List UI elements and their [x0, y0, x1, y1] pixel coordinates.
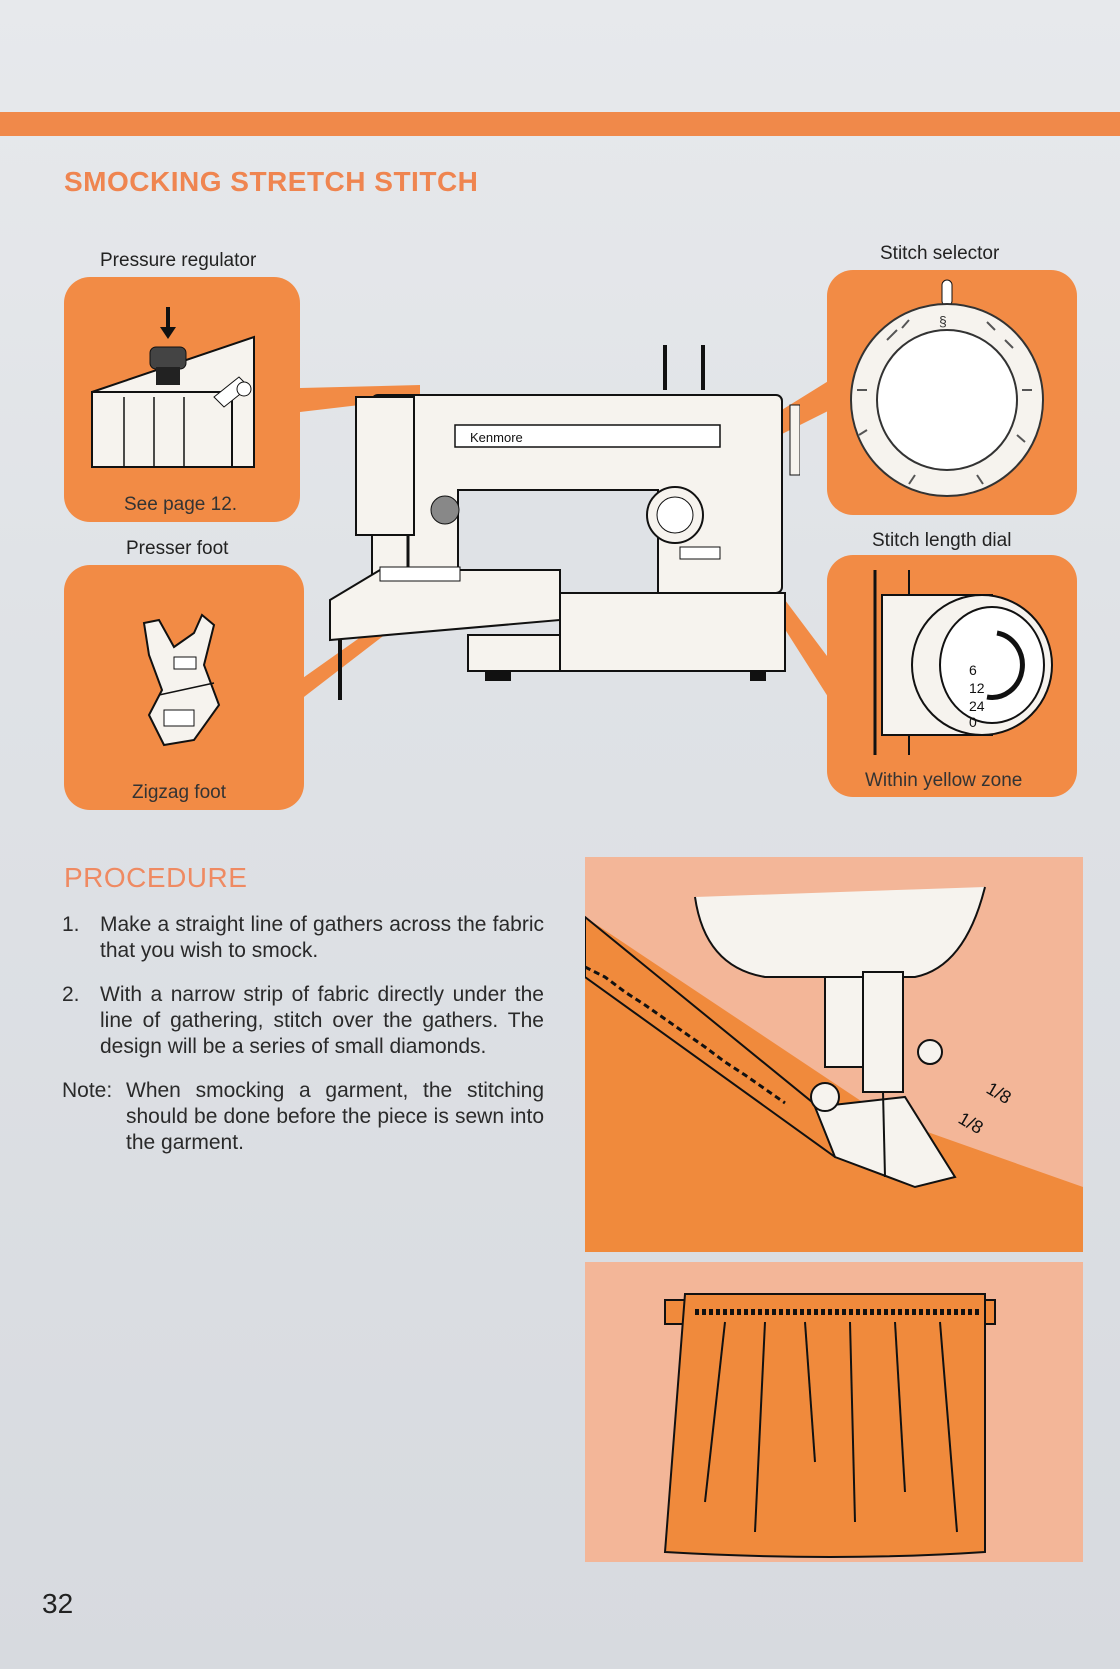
stitch-length-caption: Within yellow zone: [865, 770, 1023, 791]
procedure-step: 1. Make a straight line of gathers acros…: [62, 912, 544, 964]
zigzag-foot-illustration: [142, 613, 221, 747]
machine-brand: Kenmore: [470, 430, 523, 445]
svg-text:§: §: [939, 313, 947, 329]
procedure-step: 2. With a narrow strip of fabric directl…: [62, 982, 544, 1060]
smocked-garment-illustration: [585, 1262, 1083, 1562]
page-number: 32: [42, 1588, 74, 1619]
page-title: SMOCKING STRETCH STITCH: [64, 166, 479, 197]
pressure-regulator-caption: See page 12.: [124, 494, 238, 515]
pressure-regulator-panel: See page 12.: [64, 277, 300, 522]
dial-number-12: 12: [969, 680, 985, 696]
presser-foot-caption: Zigzag foot: [132, 782, 226, 803]
pressure-regulator-label: Pressure regulator: [100, 250, 257, 271]
guide-mark-right: 1/8: [983, 1078, 1015, 1108]
presser-foot-panel: Zigzag foot: [64, 565, 304, 810]
smocking-stitching-illustration: 1/8 1/8: [585, 857, 1083, 1252]
step-number: 2.: [62, 983, 80, 1006]
stitch-length-panel: 6 12 24 0 Within yellow zone: [827, 555, 1077, 797]
step-number: 1.: [62, 913, 80, 936]
stitch-length-dial-label: Stitch length dial: [872, 530, 1012, 551]
stitch-selector-label: Stitch selector: [880, 243, 1000, 264]
header-rule: [0, 112, 1120, 136]
note-label: Note:: [62, 1079, 113, 1102]
pressure-regulator-illustration: [91, 307, 255, 468]
step-text: With a narrow strip of fabric directly u…: [100, 983, 544, 1058]
sewing-machine-drawing: Kenmore: [320, 335, 801, 725]
dial-number-24: 24: [969, 698, 985, 714]
procedure-heading: PROCEDURE: [64, 862, 248, 893]
dial-number-0: 0: [969, 714, 977, 730]
note-text: When smocking a garment, the stitching s…: [126, 1079, 544, 1154]
stitch-selector-panel: §: [827, 270, 1077, 515]
procedure-steps: 1. Make a straight line of gathers acros…: [62, 912, 544, 1156]
stitch-selector-dial: §: [850, 279, 1044, 497]
presser-foot-label: Presser foot: [126, 538, 229, 559]
guide-mark-left: 1/8: [955, 1108, 987, 1138]
step-text: Make a straight line of gathers across t…: [100, 913, 544, 962]
stitch-length-dial-illustration: 6 12 24 0: [873, 570, 1053, 755]
dial-number-6: 6: [969, 662, 977, 678]
procedure-note: Note: When smocking a garment, the stitc…: [62, 1078, 544, 1156]
